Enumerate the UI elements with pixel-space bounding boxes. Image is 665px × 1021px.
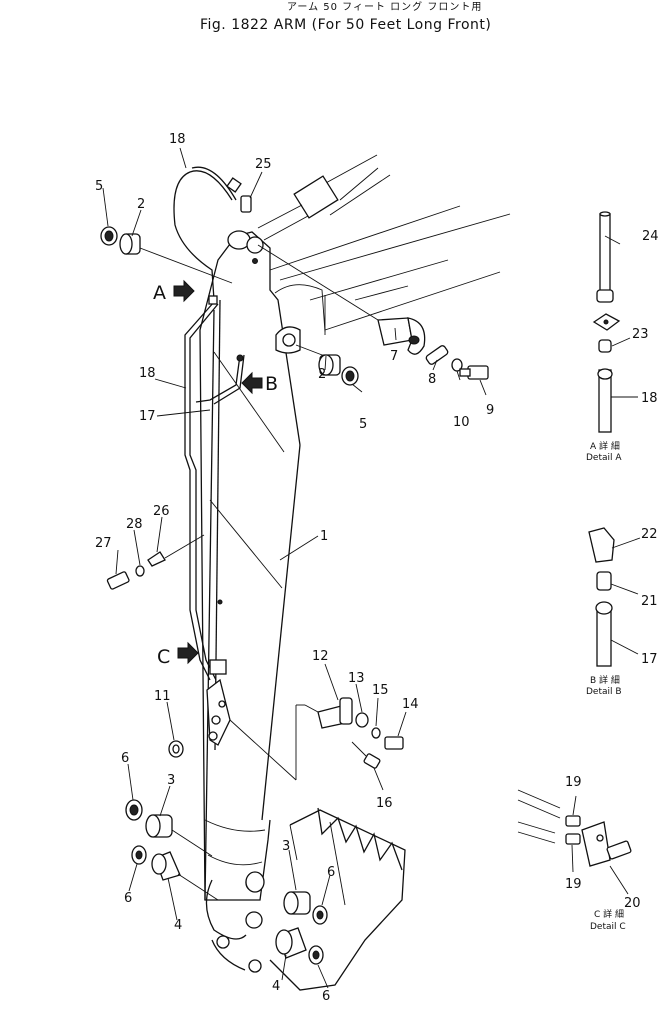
callout-4-left: 4 [174,918,182,933]
detail-c-jp: C 詳 細 [594,908,624,920]
part-washer-6-c [312,905,328,925]
callout-1: 1 [320,529,328,544]
part-pin-4-a [151,851,181,881]
callout-6-d: 6 [322,989,330,1004]
detail-b-en: Detail B [586,687,622,697]
callout-6-c: 6 [327,865,335,880]
arm-body [199,230,305,973]
callout-7: 7 [390,349,398,364]
callout-15: 15 [372,683,389,698]
callout-4-right: 4 [272,979,280,994]
callout-14: 14 [402,697,419,712]
callout-27: 27 [95,536,112,551]
part-washer-5-mid [341,366,359,386]
callout-23: 23 [632,327,649,342]
callout-20: 20 [624,896,641,911]
part-washer-6-a [125,799,143,821]
view-marker-a: A [153,282,166,304]
callout-9: 9 [486,403,494,418]
callout-11: 11 [154,689,171,704]
part-bolt-14 [384,736,404,750]
part-pin-4-b [275,927,307,959]
part-fitting-25 [226,177,252,213]
part-bushing-3-b [283,891,311,915]
part-clip-26 [147,551,166,567]
part-washer-6-b [131,845,147,865]
arm-cylinder [257,154,391,241]
part-pin-12 [317,697,353,729]
callout-21: 21 [641,594,658,609]
callout-3-left: 3 [167,773,175,788]
callout-19-top: 19 [565,775,582,790]
detail-b-jp: B 詳 細 [590,674,620,686]
callout-5-top: 5 [95,179,103,194]
part-bushing-3-a [145,814,173,838]
boom-outline [269,205,511,335]
arrow-b [241,371,263,395]
part-washer-15 [371,727,381,739]
detail-a-en: Detail A [586,453,622,463]
callout-18-main: 18 [139,366,156,381]
part-washer-13 [355,712,369,728]
callout-6-b: 6 [124,891,132,906]
part-washer-3-b [245,871,265,893]
part-bolt-9 [459,365,489,380]
callout-24: 24 [642,229,659,244]
detail-b [588,527,615,667]
part-bushing-2-top [119,233,141,255]
part-washer-6-d [308,945,324,965]
part-bushing-5-top [100,226,118,246]
callout-13: 13 [348,671,365,686]
callout-10: 10 [453,415,470,430]
callout-17-main: 17 [139,409,156,424]
callout-16: 16 [376,796,393,811]
callout-3-right: 3 [282,839,290,854]
leader-lines [102,147,641,989]
arrow-c [177,641,199,665]
view-marker-c: C [157,646,170,668]
callout-18-detail-a: 18 [641,391,658,406]
callout-6-a: 6 [121,751,129,766]
detail-a-jp: A 詳 細 [590,440,620,452]
detail-c [517,789,632,867]
part-washer-11 [168,740,184,758]
callout-2-top: 2 [137,197,145,212]
detail-c-en: Detail C [590,922,626,932]
japanese-title: アーム 50 フィート ロング フロント用 [287,0,482,13]
callout-26: 26 [153,504,170,519]
callout-8: 8 [428,372,436,387]
part-pin-7 [377,317,426,355]
part-plate-8 [425,345,449,365]
part-grease-fitting-16 [351,741,381,769]
callout-numbers: 1 2 2 3 3 4 4 5 5 6 6 6 6 7 8 9 10 11 12… [95,132,659,1004]
view-marker-b: B [265,373,278,395]
callout-18-top: 18 [169,132,186,147]
arrow-a [173,279,195,303]
callout-2-mid: 2 [318,367,326,382]
callout-17-detail-b: 17 [641,652,658,667]
detail-a [592,211,621,433]
part-bolt-27 [106,571,130,590]
callout-25: 25 [255,157,272,172]
callout-22: 22 [641,527,658,542]
callout-5-mid: 5 [359,417,367,432]
grease-piping [173,166,245,746]
callout-12: 12 [312,649,329,664]
callout-28: 28 [126,517,143,532]
figure-title: Fig. 1822 ARM (For 50 Feet Long Front) [200,17,491,33]
callout-19-bottom: 19 [565,877,582,892]
part-washer-28 [135,565,145,577]
bucket [269,807,406,991]
